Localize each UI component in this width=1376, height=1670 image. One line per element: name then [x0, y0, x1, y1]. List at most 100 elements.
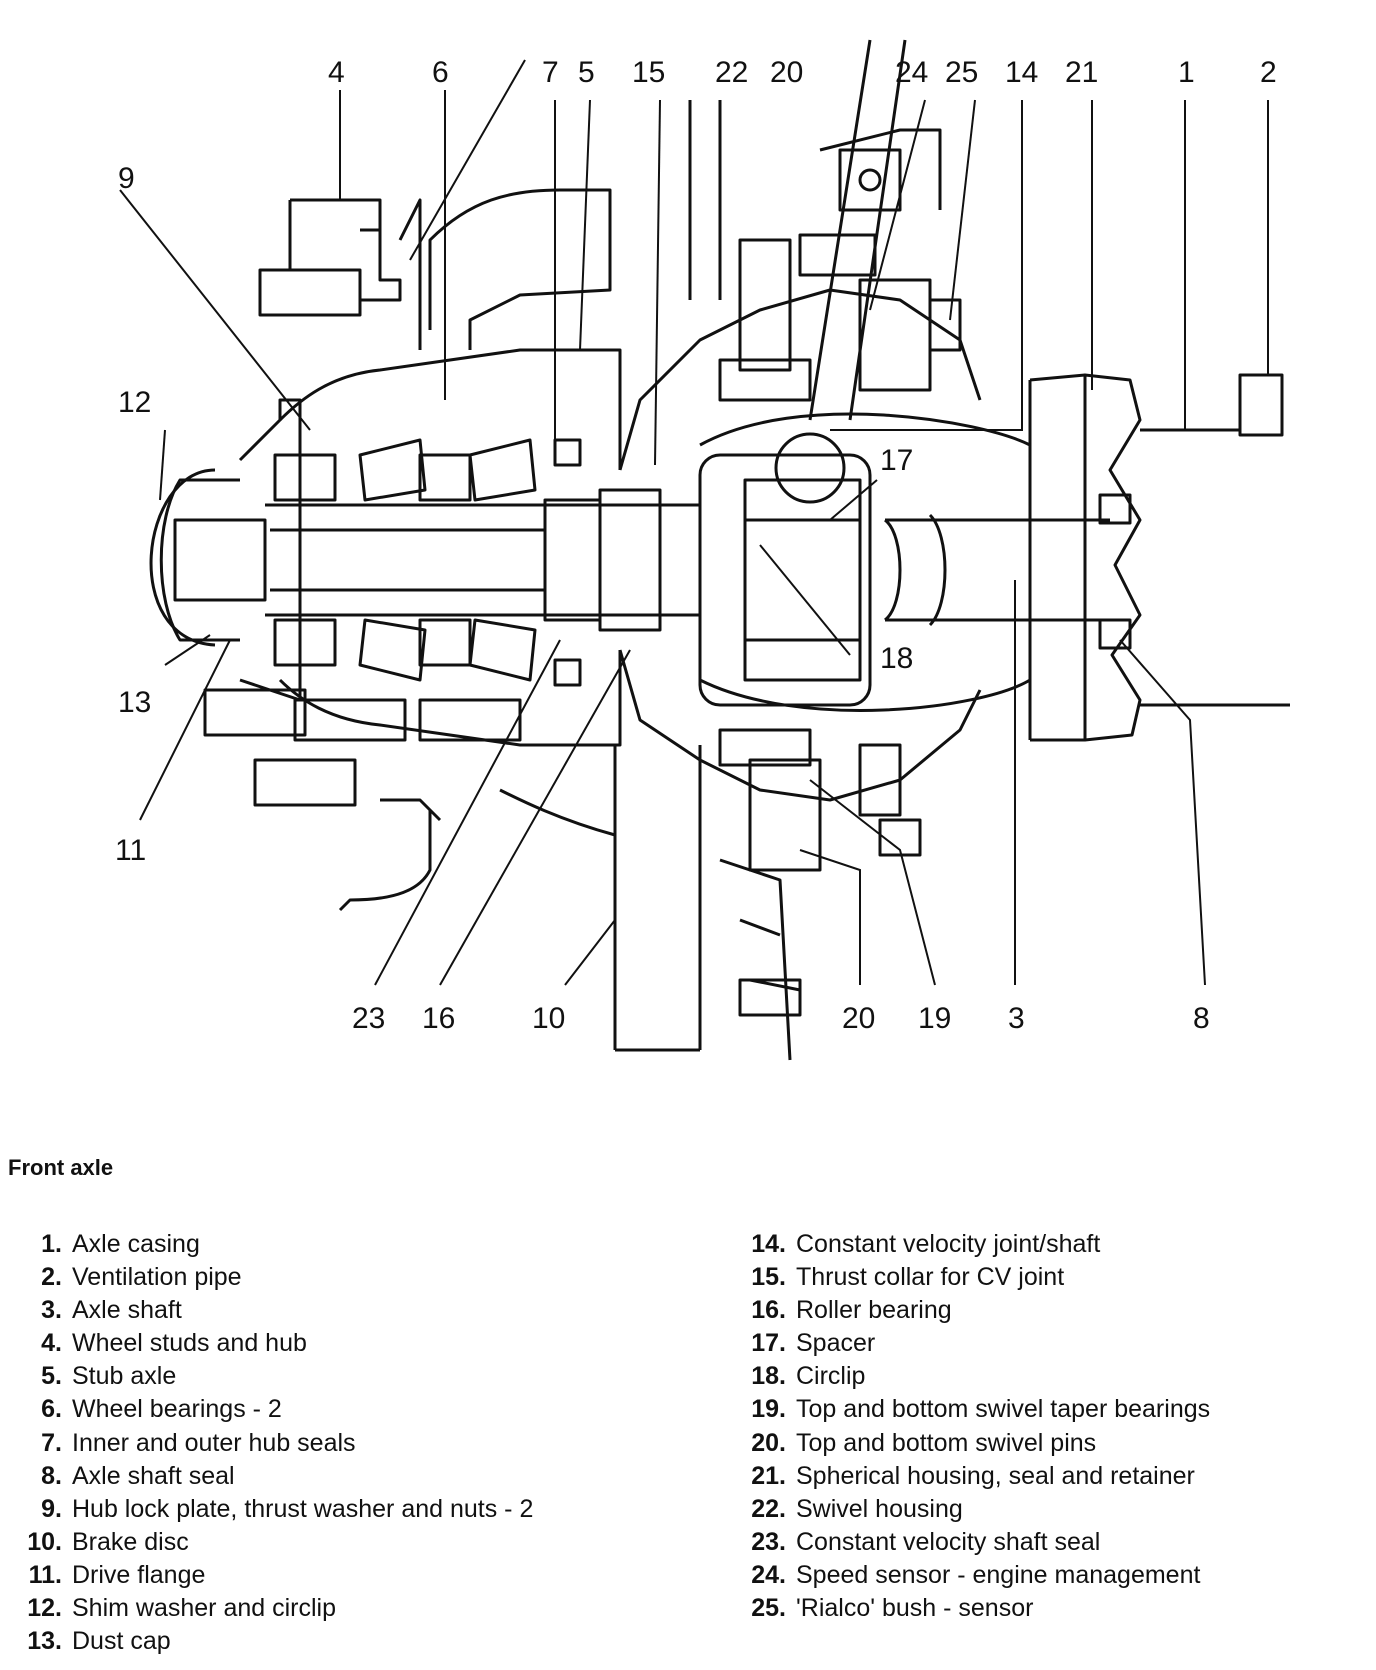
callout-20-top: 20 — [770, 56, 803, 89]
legend-number: 7. — [41, 1428, 62, 1457]
legend-item: 3. Axle shaft — [0, 1294, 533, 1327]
callout-8: 8 — [1193, 1002, 1210, 1035]
callout-25: 25 — [945, 56, 978, 89]
legend-text: Spacer — [796, 1329, 876, 1358]
legend-number: 22. — [751, 1494, 786, 1523]
legend-text: Shim washer and circlip — [72, 1594, 336, 1623]
callout-2: 2 — [1260, 56, 1277, 89]
callout-9: 9 — [118, 162, 135, 195]
legend-text: Thrust collar for CV joint — [796, 1263, 1065, 1292]
callout-4: 4 — [328, 56, 345, 89]
legend-number: 20. — [751, 1428, 786, 1457]
legend-text: Drive flange — [72, 1560, 206, 1589]
legend-item: 15. Thrust collar for CV joint — [730, 1261, 1210, 1294]
legend-number: 21. — [751, 1461, 786, 1490]
legend-item: 1. Axle casing — [0, 1228, 533, 1261]
callout-17: 17 — [880, 444, 913, 477]
front-axle-diagram: 4 6 7 5 15 22 20 24 25 14 21 1 2 9 12 17… — [115, 39, 1290, 1061]
legend-text: Axle shaft seal — [72, 1461, 235, 1490]
legend-text: Wheel studs and hub — [72, 1329, 307, 1358]
legend-number: 10. — [27, 1527, 62, 1556]
callout-21: 21 — [1065, 56, 1098, 89]
legend-item: 13. Dust cap — [0, 1625, 533, 1658]
legend-number: 19. — [751, 1395, 786, 1424]
legend-number: 15. — [751, 1263, 786, 1292]
legend-right-column: 14. Constant velocity joint/shaft 15. Thru… — [730, 1228, 1210, 1625]
legend-number: 6. — [41, 1395, 62, 1424]
legend-text: Top and bottom swivel taper bearings — [796, 1395, 1211, 1424]
legend-number: 5. — [41, 1362, 62, 1391]
legend-text: Brake disc — [72, 1527, 189, 1556]
legend-item: 7. Inner and outer hub seals — [0, 1427, 533, 1460]
legend-text: 'Rialco' bush - sensor — [796, 1594, 1034, 1623]
callout-11: 11 — [115, 834, 146, 867]
legend-item: 4. Wheel studs and hub — [0, 1327, 533, 1360]
legend-text: Ventilation pipe — [72, 1263, 242, 1292]
legend-number: 4. — [41, 1329, 62, 1358]
leader-lines — [119, 59, 1269, 986]
legend-item: 21. Spherical housing, seal and retainer — [730, 1460, 1210, 1493]
legend-text: Circlip — [796, 1362, 866, 1391]
callout-13: 13 — [118, 686, 151, 719]
legend-item: 10. Brake disc — [0, 1526, 533, 1559]
legend-item: 16. Roller bearing — [730, 1294, 1210, 1327]
legend-item: 14. Constant velocity joint/shaft — [730, 1228, 1210, 1261]
legend-item: 20. Top and bottom swivel pins — [730, 1427, 1210, 1460]
callout-6: 6 — [432, 56, 449, 89]
callout-20-bottom: 20 — [842, 1002, 875, 1035]
legend-item: 12. Shim washer and circlip — [0, 1592, 533, 1625]
callout-12: 12 — [118, 386, 151, 419]
legend-number: 18. — [751, 1362, 786, 1391]
legend-number: 23. — [751, 1527, 786, 1556]
callout-labels: 4 6 7 5 15 22 20 24 25 14 21 1 2 9 12 17… — [115, 56, 1277, 1035]
legend-text: Roller bearing — [796, 1296, 952, 1325]
legend-text: Spherical housing, seal and retainer — [796, 1461, 1195, 1490]
legend-text: Axle casing — [72, 1230, 200, 1258]
legend-number: 14. — [751, 1230, 786, 1258]
legend-item: 19. Top and bottom swivel taper bearings — [730, 1393, 1210, 1426]
callout-3: 3 — [1008, 1002, 1025, 1035]
callout-19: 19 — [918, 1002, 951, 1035]
legend-item: 25.'Rialco' bush - sensor — [730, 1592, 1210, 1625]
legend-number: 17. — [751, 1329, 786, 1358]
callout-14: 14 — [1005, 56, 1038, 89]
legend-number: 9. — [41, 1494, 62, 1523]
callout-1: 1 — [1178, 56, 1195, 89]
legend-text: Axle shaft — [72, 1296, 182, 1325]
drawing-outlines — [149, 39, 1290, 1061]
legend-item: 23.Constant velocity shaft seal — [730, 1526, 1210, 1559]
legend-text: Top and bottom swivel pins — [796, 1428, 1097, 1457]
legend-item: 18. Circlip — [730, 1360, 1210, 1393]
callout-22: 22 — [715, 56, 748, 89]
callout-5: 5 — [578, 56, 595, 89]
legend-number: 16. — [751, 1296, 786, 1325]
legend-item: 17. Spacer — [730, 1327, 1210, 1360]
legend-number: 12. — [27, 1594, 62, 1623]
legend-left-column: 1. Axle casing 2. Ventilation pipe 3. Axle … — [0, 1228, 533, 1658]
legend-text: Swivel housing — [796, 1494, 963, 1523]
callout-23: 23 — [352, 1002, 385, 1035]
legend-item: 6. Wheel bearings - 2 — [0, 1393, 533, 1426]
legend-number: 24. — [751, 1560, 786, 1589]
legend-number: 11. — [28, 1560, 62, 1589]
callout-18: 18 — [880, 642, 913, 675]
legend-text: Wheel bearings - 2 — [72, 1395, 282, 1424]
legend-number: 2. — [41, 1263, 62, 1292]
legend-item: 24.Speed sensor - engine management — [730, 1559, 1210, 1592]
callout-10: 10 — [532, 1002, 565, 1035]
callout-16: 16 — [422, 1002, 455, 1035]
legend-number: 13. — [27, 1627, 62, 1656]
callout-24: 24 — [895, 56, 928, 89]
legend-text: Stub axle — [72, 1362, 177, 1391]
diagram-caption: Front axle — [8, 1155, 114, 1180]
legend-item: 2. Ventilation pipe — [0, 1261, 533, 1294]
legend-item: 11. Drive flange — [0, 1559, 533, 1592]
legend-text: Hub lock plate, thrust washer and nuts -… — [72, 1494, 534, 1523]
legend-text: Dust cap — [72, 1627, 171, 1656]
legend-text: Inner and outer hub seals — [72, 1428, 356, 1457]
legend-text: Constant velocity joint/shaft — [796, 1230, 1101, 1258]
legend-number: 3. — [41, 1296, 62, 1325]
callout-7: 7 — [542, 56, 559, 89]
legend-number: 1. — [41, 1230, 62, 1258]
legend-number: 8. — [41, 1461, 62, 1490]
